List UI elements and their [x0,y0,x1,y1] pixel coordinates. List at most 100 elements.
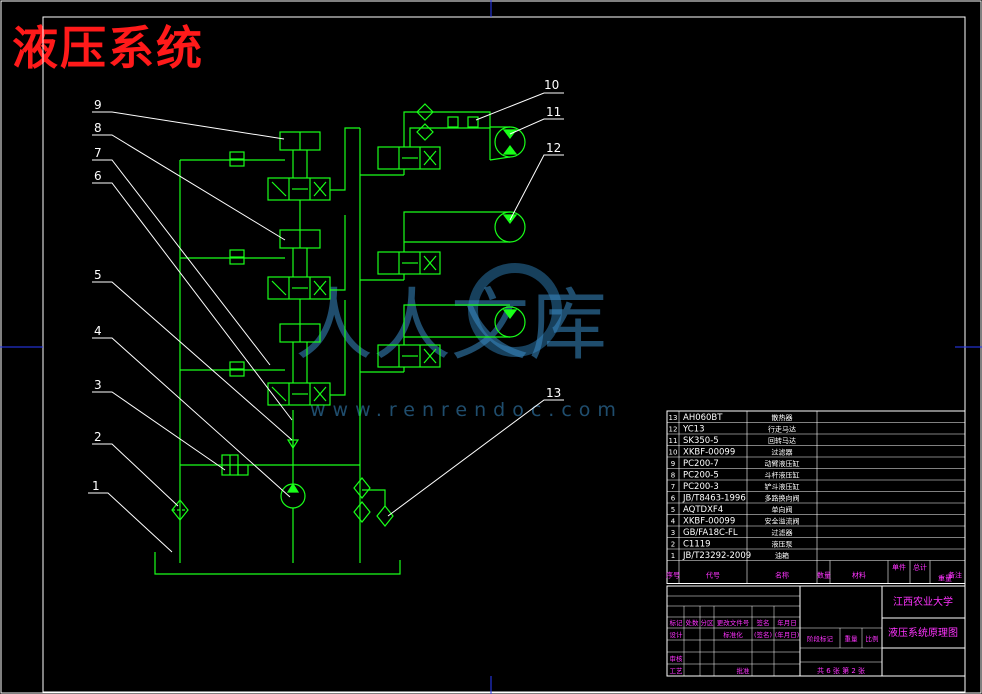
filter-13b [353,501,371,523]
bom-no: 6 [671,495,676,503]
bom-code: SK350-5 [683,436,719,446]
tb-row2: 设计 [670,630,684,639]
bom-no: 9 [671,460,675,468]
bom-name: 散热器 [772,413,793,422]
tb-stage: 阶段标记 [807,634,834,643]
callout-3: 3 [94,378,102,392]
bom-no: 8 [671,472,675,480]
callout-2: 2 [94,430,102,444]
tb-stage: 重量 [845,635,859,643]
bom-code: PC200-7 [683,459,719,469]
bom-no: 2 [671,541,675,549]
callout-7: 7 [94,146,102,160]
bom-code: XKBF-00099 [683,517,735,527]
bom-code: XKBF-00099 [683,448,735,458]
bom-name: 液压泵 [772,540,793,549]
tb-row2: (年月日) [775,630,800,639]
bom-no: 5 [671,506,675,514]
filter-10a [416,103,434,121]
bom-header: 材料 [852,571,866,580]
bom-code: JB/T8463-1996 [682,494,746,504]
valve-left-1 [267,177,331,201]
circuit [154,103,526,575]
valve-left-2 [267,276,331,300]
bom-header: 代号 [706,571,720,580]
bom-name: 多路换向阀 [765,494,800,503]
callout-5: 5 [94,268,102,282]
bom-no: 12 [669,426,678,434]
bom-no: 10 [669,449,678,457]
title-block: 江西农业大学液压系统原理图 标记处数分区更改文件号签名年月日设计 标准化 (签名)(年… [666,585,966,677]
bom-name: 过滤器 [772,448,793,457]
leaders [88,92,564,553]
filter-2 [171,499,189,521]
valve-left-3 [267,382,331,406]
tb-stage: 比例 [866,634,879,643]
drawing-name: 液压系统原理图 [888,626,958,639]
bom-header: 名称 [775,571,789,580]
callout-6: 6 [94,169,102,183]
bom-header: 总计 [913,563,927,572]
bom-name: 铲斗液压缸 [765,482,800,491]
callout-8: 8 [94,121,102,135]
watermark-brand: 人人文库 [295,281,607,371]
valve-right-1 [377,146,441,170]
bom-name: 油箱 [775,551,789,560]
bom-no: 7 [671,483,675,491]
watermark-url: www.renrendoc.com [310,399,623,421]
cooler [376,505,394,527]
valve-right-3 [377,344,441,368]
tank [154,552,401,575]
bom-code: GB/FA18C-FL [683,528,738,538]
tb-row2: 标准化 [723,630,743,639]
filter-10b [416,123,434,141]
tb-review: 审核 [670,654,684,663]
callout-10: 10 [544,78,559,92]
valve-right-2 [377,251,441,275]
bom-header: 单件 [892,563,906,572]
bom-header: 重量 [938,575,952,583]
bom-code: JB/T23292-2009 [682,551,751,561]
tb-row1: 年月日 [777,618,797,627]
watermark: 人人文库 www.renrendoc.com [295,263,623,421]
callout-9: 9 [94,98,102,112]
tb-row2: (签名) [754,630,772,639]
bom-name: 过滤器 [772,528,793,537]
bom-no: 11 [669,437,678,445]
bom-code: YC13 [682,425,704,435]
tb-row1: 处数 [686,618,700,627]
bom-name: 斗杆液压缸 [765,471,800,480]
tb-row4: 批准 [737,666,751,675]
tb-row1: 分区 [701,618,715,627]
bom-name: 动臂液压缸 [765,459,800,468]
bom-header: 数量 [817,571,831,580]
bom-name: 回转马达 [768,436,796,445]
bom-code: AQTDXF4 [683,505,723,515]
bom-header: 备注 [948,571,962,580]
filter-13a [353,477,371,499]
bom-code: PC200-3 [683,482,719,492]
sheet-count: 共 6 张 第 2 张 [817,666,865,675]
bom-name: 行走马达 [768,425,796,434]
tb-row1: 签名 [757,618,770,627]
callout-4: 4 [94,324,102,338]
callout-labels: 1 2 3 4 5 6 7 8 9 10 11 12 13 [92,78,561,493]
bom-no: 13 [669,414,678,422]
callout-11: 11 [546,105,561,119]
bom-header: 序号 [666,571,680,580]
bom-no: 4 [671,518,676,526]
tb-row1: 标记 [670,618,684,627]
callout-12: 12 [546,141,561,155]
tb-row1: 更改文件号 [717,618,750,627]
bom-name: 安全溢流阀 [765,517,800,526]
bom-no: 3 [671,529,675,537]
bom-code: AH060BT [683,413,723,423]
bom-code: C1119 [683,540,711,550]
drawing-title: 液压系统 [12,21,204,75]
bom-code: PC200-5 [683,471,719,481]
bom-name: 单向阀 [772,505,793,514]
school-name: 江西农业大学 [893,595,953,608]
